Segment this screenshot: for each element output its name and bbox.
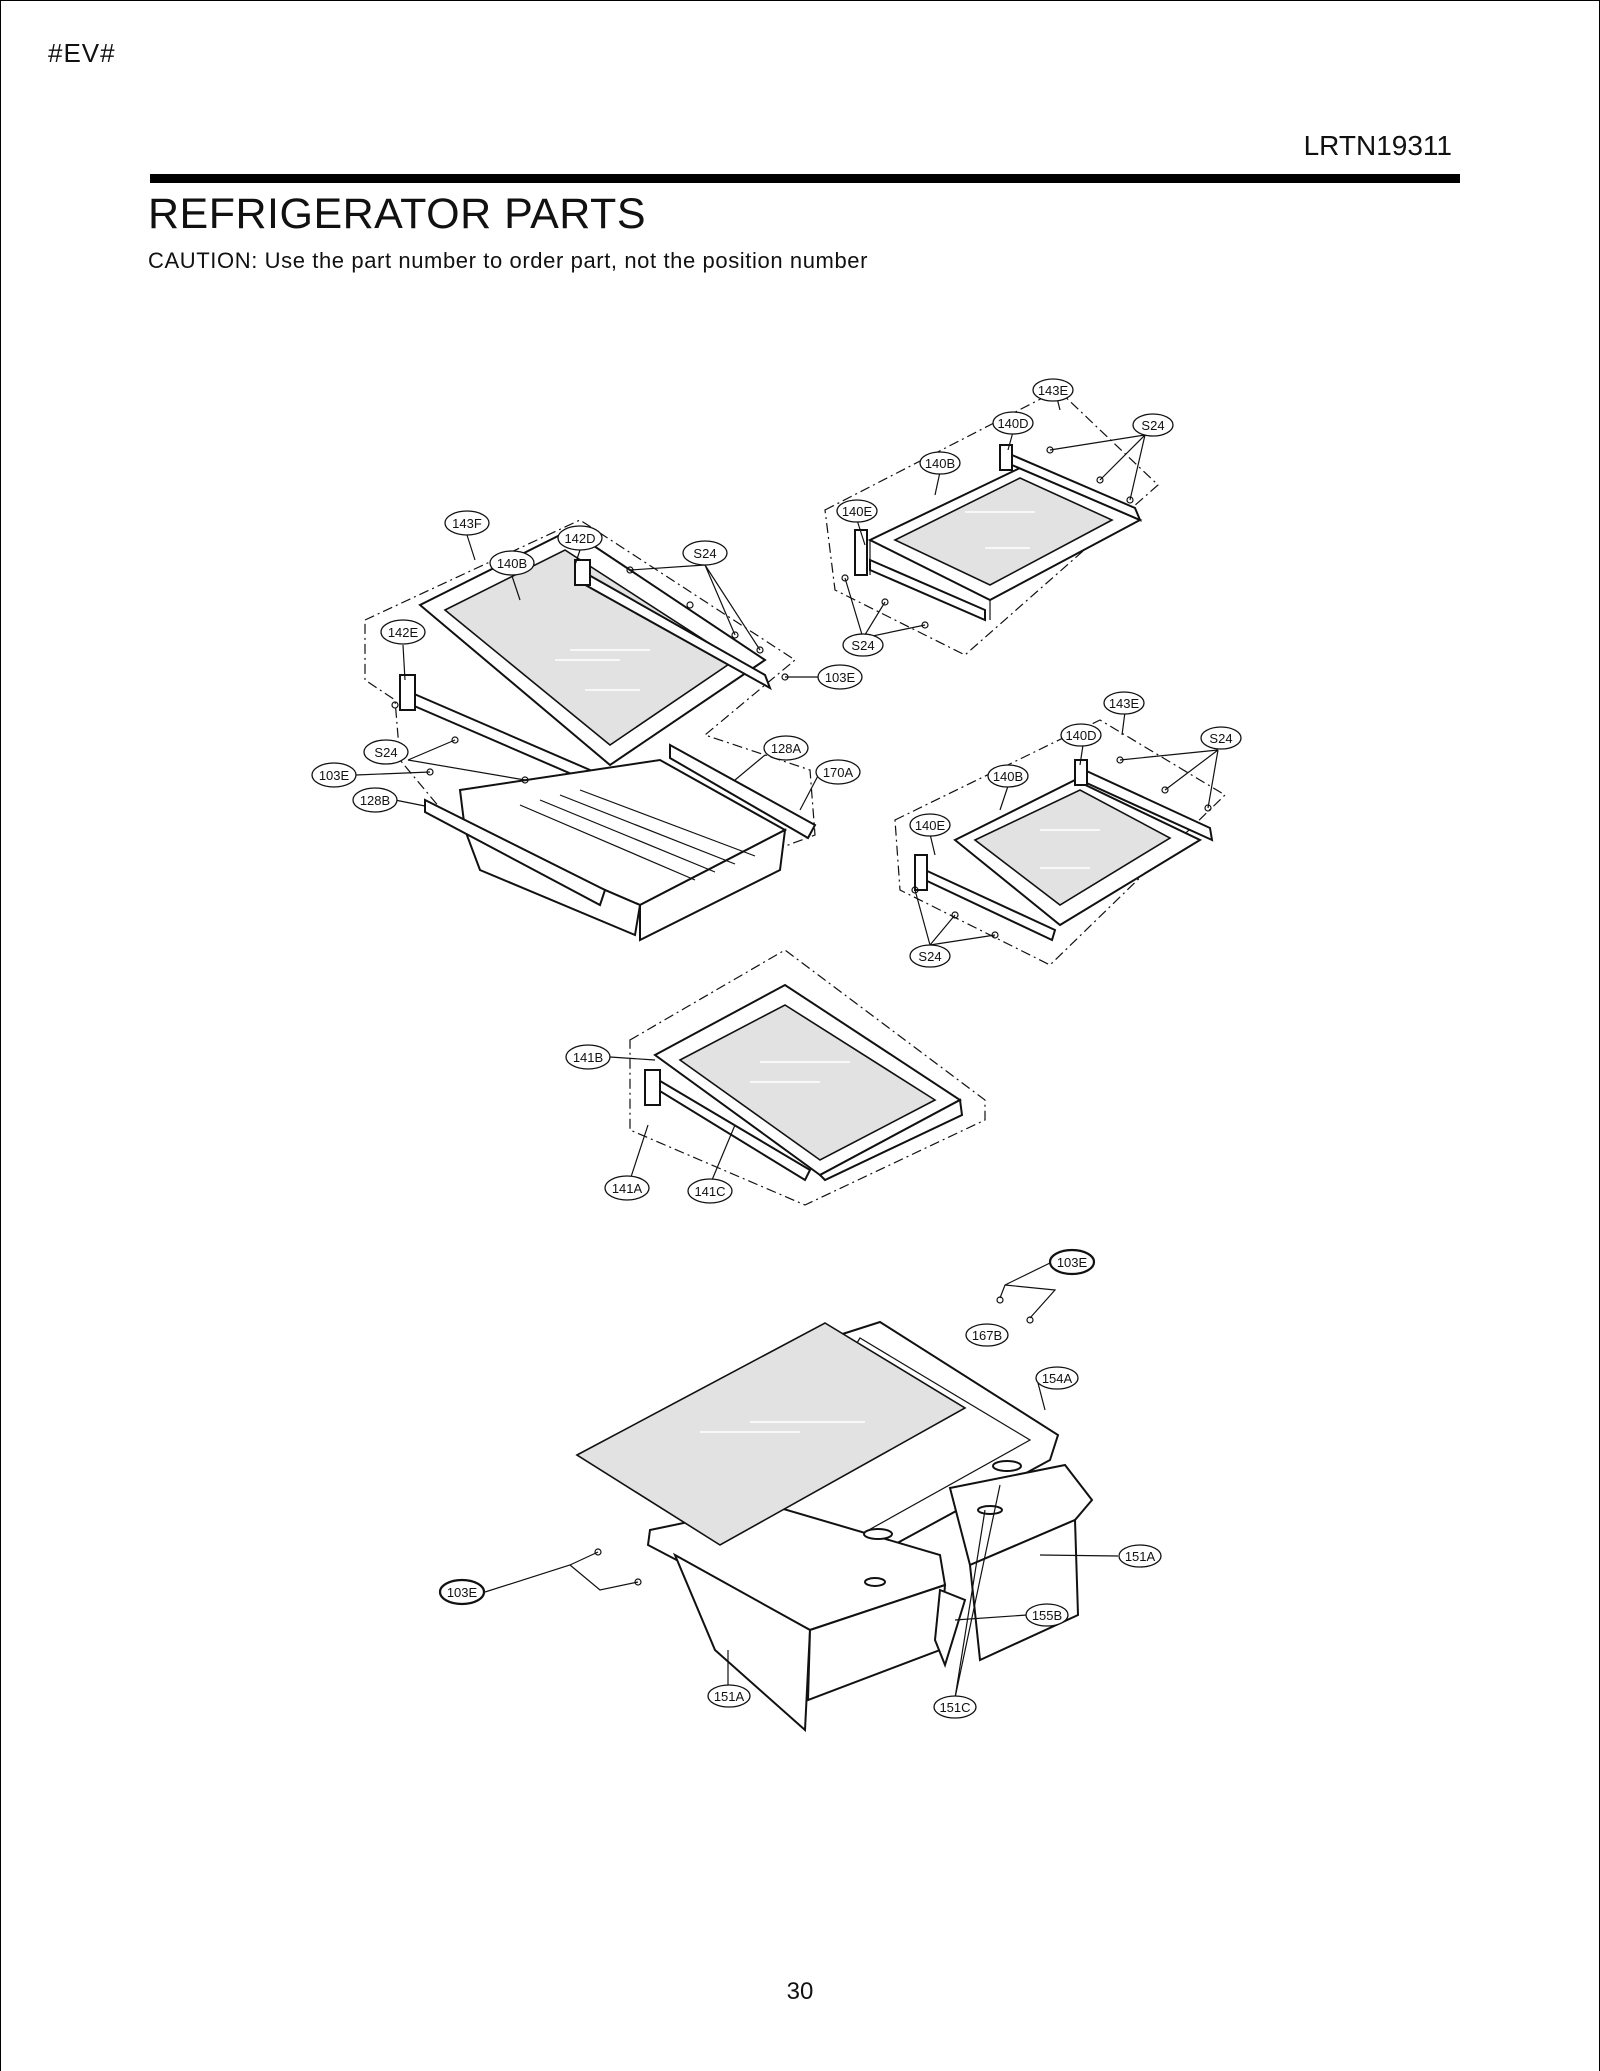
callout-103E: 103E bbox=[311, 762, 357, 788]
center-shelf-assembly bbox=[609, 949, 986, 1206]
page-title: REFRIGERATOR PARTS bbox=[148, 190, 646, 238]
callout-140B: 140B bbox=[987, 764, 1029, 788]
svg-text:170A: 170A bbox=[823, 765, 854, 780]
svg-text:103E: 103E bbox=[825, 670, 856, 685]
svg-text:140B: 140B bbox=[993, 769, 1023, 784]
svg-text:S24: S24 bbox=[374, 745, 397, 760]
callout-151C: 151C bbox=[933, 1695, 977, 1719]
svg-text:140B: 140B bbox=[925, 456, 955, 471]
callout-142E: 142E bbox=[380, 619, 426, 645]
svg-text:S24: S24 bbox=[1209, 731, 1232, 746]
callout-103E: 103E bbox=[1048, 1248, 1096, 1276]
callout-140B: 140B bbox=[489, 550, 535, 576]
svg-text:140D: 140D bbox=[1065, 728, 1096, 743]
callout-128B: 128B bbox=[352, 787, 398, 813]
crisper-assembly bbox=[484, 1261, 1119, 1733]
model-number: LRTN19311 bbox=[1303, 130, 1452, 161]
callout-S24: S24 bbox=[842, 633, 884, 657]
header-tag: #EV# bbox=[48, 38, 116, 68]
caution-note: CAUTION: Use the part number to order pa… bbox=[148, 248, 869, 273]
svg-text:141A: 141A bbox=[612, 1181, 643, 1196]
callout-S24: S24 bbox=[682, 540, 728, 566]
svg-text:S24: S24 bbox=[918, 949, 941, 964]
callout-128A: 128A bbox=[763, 735, 809, 761]
callout-151A: 151A bbox=[707, 1684, 751, 1708]
page-border-top bbox=[0, 0, 1600, 1]
upper-left-shelf-and-drawer bbox=[355, 519, 821, 942]
svg-text:140B: 140B bbox=[497, 556, 527, 571]
page-border-left bbox=[0, 0, 1, 2071]
callout-141B: 141B bbox=[565, 1044, 611, 1070]
callout-141A: 141A bbox=[604, 1175, 650, 1201]
svg-text:103E: 103E bbox=[319, 768, 350, 783]
svg-text:141C: 141C bbox=[694, 1184, 725, 1199]
svg-text:167B: 167B bbox=[972, 1328, 1002, 1343]
callout-140E: 140E bbox=[909, 813, 951, 837]
svg-text:142D: 142D bbox=[564, 531, 595, 546]
svg-text:143E: 143E bbox=[1109, 696, 1140, 711]
callout-143F: 143F bbox=[444, 510, 490, 536]
callout-103E: 103E bbox=[817, 664, 863, 690]
callout-103E: 103E bbox=[438, 1578, 486, 1606]
svg-text:143E: 143E bbox=[1038, 383, 1069, 398]
svg-text:103E: 103E bbox=[1057, 1255, 1088, 1270]
callout-S24: S24 bbox=[1132, 413, 1174, 437]
svg-text:140D: 140D bbox=[997, 416, 1028, 431]
upper-right-shelf-assembly bbox=[824, 389, 1159, 656]
svg-text:128A: 128A bbox=[771, 741, 802, 756]
svg-text:151A: 151A bbox=[1125, 1549, 1156, 1564]
svg-text:S24: S24 bbox=[851, 638, 874, 653]
callout-142D: 142D bbox=[557, 525, 603, 551]
callout-167B: 167B bbox=[965, 1323, 1009, 1347]
page-number: 30 bbox=[786, 1978, 814, 2005]
middle-right-shelf-assembly bbox=[894, 711, 1226, 966]
callout-140B: 140B bbox=[919, 451, 961, 475]
svg-text:142E: 142E bbox=[388, 625, 419, 640]
svg-text:154A: 154A bbox=[1042, 1371, 1073, 1386]
callout-143E: 143E bbox=[1032, 378, 1074, 402]
callout-140D: 140D bbox=[992, 411, 1034, 435]
callout-140D: 140D bbox=[1060, 723, 1102, 747]
svg-text:140E: 140E bbox=[915, 818, 946, 833]
svg-text:S24: S24 bbox=[1141, 418, 1164, 433]
callout-154A: 154A bbox=[1035, 1366, 1079, 1390]
callout-141C: 141C bbox=[687, 1178, 733, 1204]
callout-170A: 170A bbox=[815, 759, 861, 785]
callout-143E: 143E bbox=[1103, 691, 1145, 715]
callout-140E: 140E bbox=[836, 499, 878, 523]
callout-S24: S24 bbox=[363, 739, 409, 765]
svg-text:103E: 103E bbox=[447, 1585, 478, 1600]
svg-text:151C: 151C bbox=[939, 1700, 970, 1715]
callout-S24: S24 bbox=[909, 944, 951, 968]
callout-155B: 155B bbox=[1025, 1603, 1069, 1627]
callout-151A: 151A bbox=[1118, 1544, 1162, 1568]
svg-text:155B: 155B bbox=[1032, 1608, 1062, 1623]
svg-text:151A: 151A bbox=[714, 1689, 745, 1704]
svg-text:128B: 128B bbox=[360, 793, 390, 808]
svg-text:141B: 141B bbox=[573, 1050, 603, 1065]
svg-text:140E: 140E bbox=[842, 504, 873, 519]
callout-S24: S24 bbox=[1200, 726, 1242, 750]
svg-text:S24: S24 bbox=[693, 546, 716, 561]
header-rule bbox=[150, 174, 1460, 183]
svg-text:143F: 143F bbox=[452, 516, 482, 531]
callout-labels: 143E 140D S24 140B 140E S24 143F 142D S2… bbox=[311, 378, 1242, 1719]
